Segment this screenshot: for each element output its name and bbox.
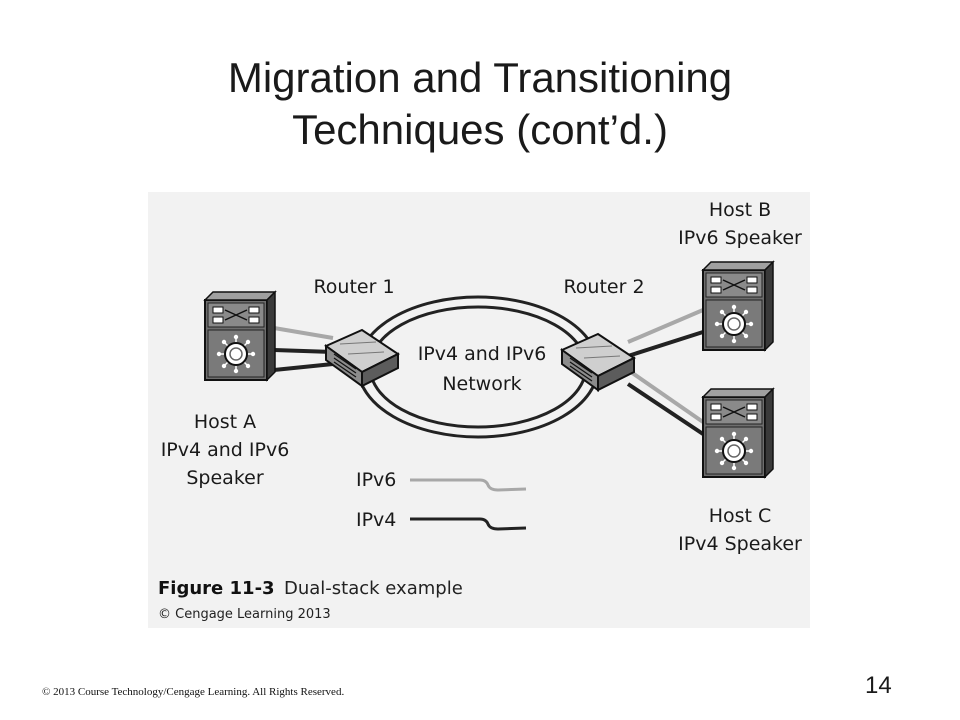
legend-ipv6-line (410, 478, 527, 492)
hostA-label-line-1: Host A (194, 411, 256, 433)
hostC-server-icon (702, 388, 774, 478)
hostA-label-line-2: IPv4 and IPv6 (161, 439, 290, 461)
network-label-line-1: IPv4 and IPv6 (418, 343, 547, 365)
link-hostA-router1-ipv4-b (273, 362, 334, 372)
link-router2-hostB-ipv4 (627, 330, 704, 358)
dual-stack-figure: Router 1 Router 2 IPv4 and IPv6 Network … (148, 192, 810, 628)
hostB-label-line-2: IPv6 Speaker (678, 227, 802, 249)
hostB-label-line-1: Host B (709, 199, 771, 221)
network-label-line-2: Network (442, 373, 521, 395)
router2-icon (561, 333, 635, 391)
legend-ipv4-label: IPv4 (356, 509, 396, 531)
link-hostA-router1-ipv6 (273, 326, 334, 340)
slide-title-line-1: Migration and Transitioning (227, 54, 733, 101)
figure-caption-text: Dual-stack example (284, 578, 463, 599)
legend-ipv6-label: IPv6 (356, 469, 396, 491)
link-hostA-router1-ipv4-a (273, 348, 334, 354)
slide-title: Migration and Transitioning Techniques (… (0, 52, 960, 156)
hostA-server-icon (204, 291, 276, 381)
network-diagram: Router 1 Router 2 IPv4 and IPv6 Network … (158, 199, 802, 622)
router1-label: Router 1 (313, 276, 394, 298)
legend-ipv4-line (410, 517, 527, 531)
link-router2-hostC-ipv4 (626, 382, 705, 436)
link-router2-hostC-ipv6 (626, 368, 705, 424)
router1-icon (325, 329, 399, 387)
router2-label: Router 2 (563, 276, 644, 298)
figure-credit: © Cengage Learning 2013 (158, 607, 331, 622)
hostC-label-line-2: IPv4 Speaker (678, 533, 802, 555)
copyright-footer: © 2013 Course Technology/Cengage Learnin… (42, 686, 345, 698)
figure-caption-number: Figure 11-3 (158, 578, 275, 599)
hostA-label-line-3: Speaker (186, 467, 263, 489)
link-router2-hostB-ipv6 (627, 308, 704, 344)
hostC-label-line-1: Host C (709, 505, 772, 527)
page-number: 14 (865, 672, 892, 699)
hostB-server-icon (702, 261, 774, 351)
network-ring-inner (368, 305, 588, 429)
slide-title-line-2: Techniques (cont’d.) (292, 106, 668, 153)
